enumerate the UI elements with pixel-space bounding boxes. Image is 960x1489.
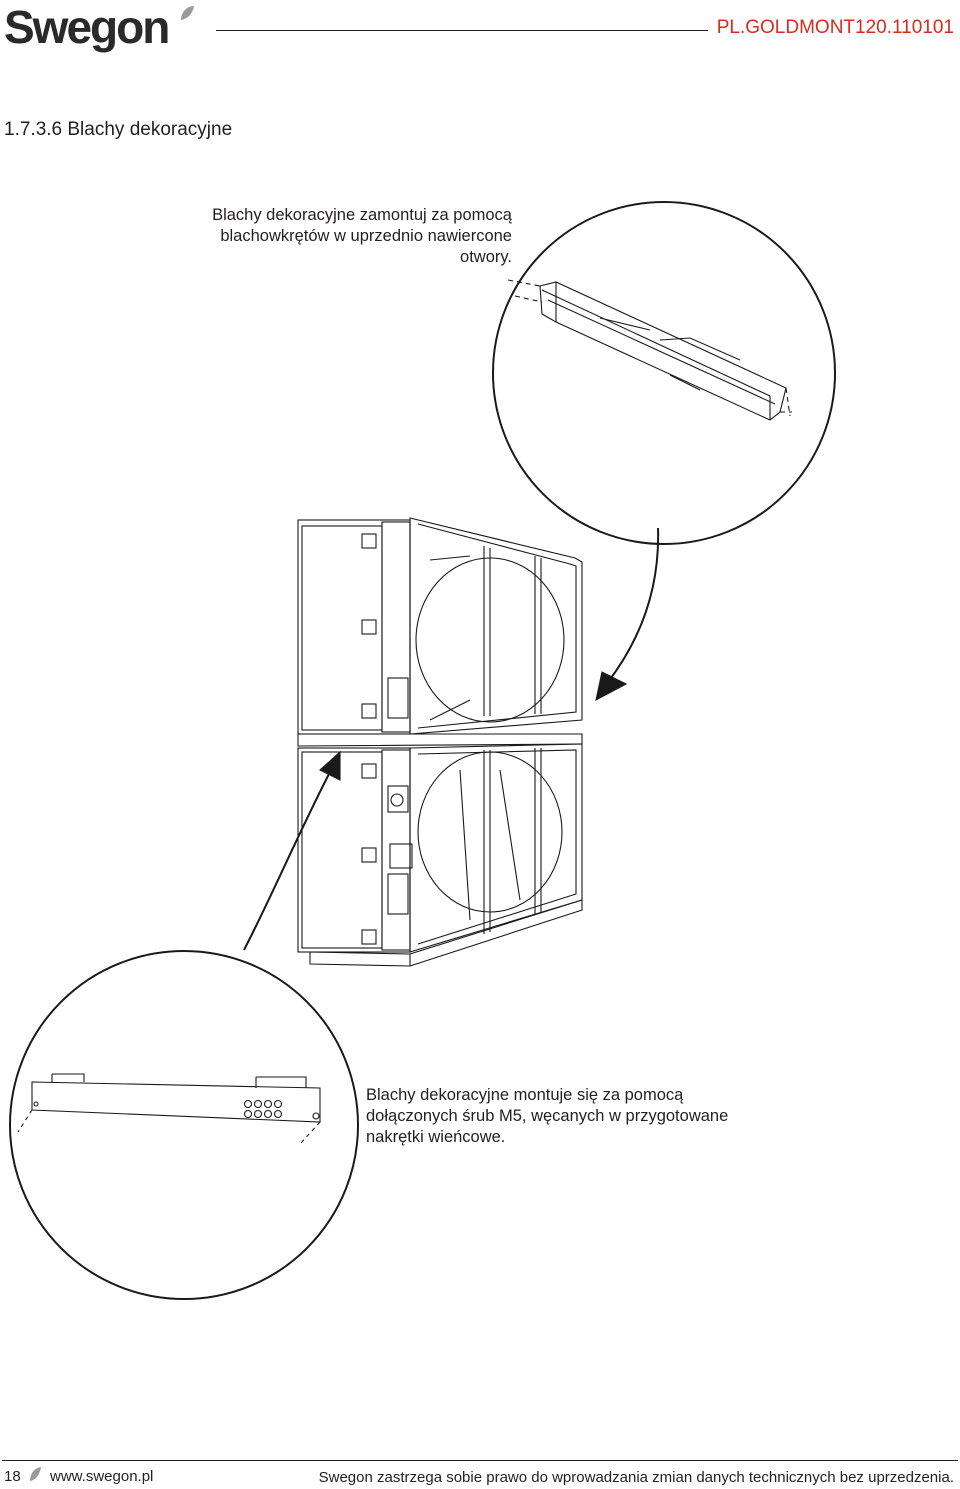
bottom-detail-circle	[9, 950, 359, 1300]
top-instruction-note: Blachy dekoracyjne zamontuj za pomocą bl…	[212, 206, 512, 266]
swegon-logo: Swegon	[4, 1, 170, 53]
air-handling-unit	[297, 517, 583, 967]
header-divider	[216, 30, 708, 31]
top-arrow	[595, 527, 660, 702]
leaf-icon	[181, 6, 194, 20]
bottom-instruction-note: Blachy dekoracyjne montuje się za pomocą…	[366, 1086, 729, 1146]
footer-divider	[2, 1460, 958, 1461]
document-code: PL.GOLDMONT120.110101	[716, 17, 954, 38]
leaf-icon	[30, 1467, 41, 1481]
footer-disclaimer: Swegon zastrzega sobie prawo do wprowadz…	[318, 1469, 954, 1486]
website-link[interactable]: www.swegon.pl	[50, 1468, 154, 1485]
section-title: 1.7.3.6 Blachy dekoracyjne	[4, 119, 233, 140]
top-detail-circle	[492, 201, 836, 545]
page-number: 18	[4, 1468, 21, 1485]
bottom-arrow	[243, 750, 341, 951]
